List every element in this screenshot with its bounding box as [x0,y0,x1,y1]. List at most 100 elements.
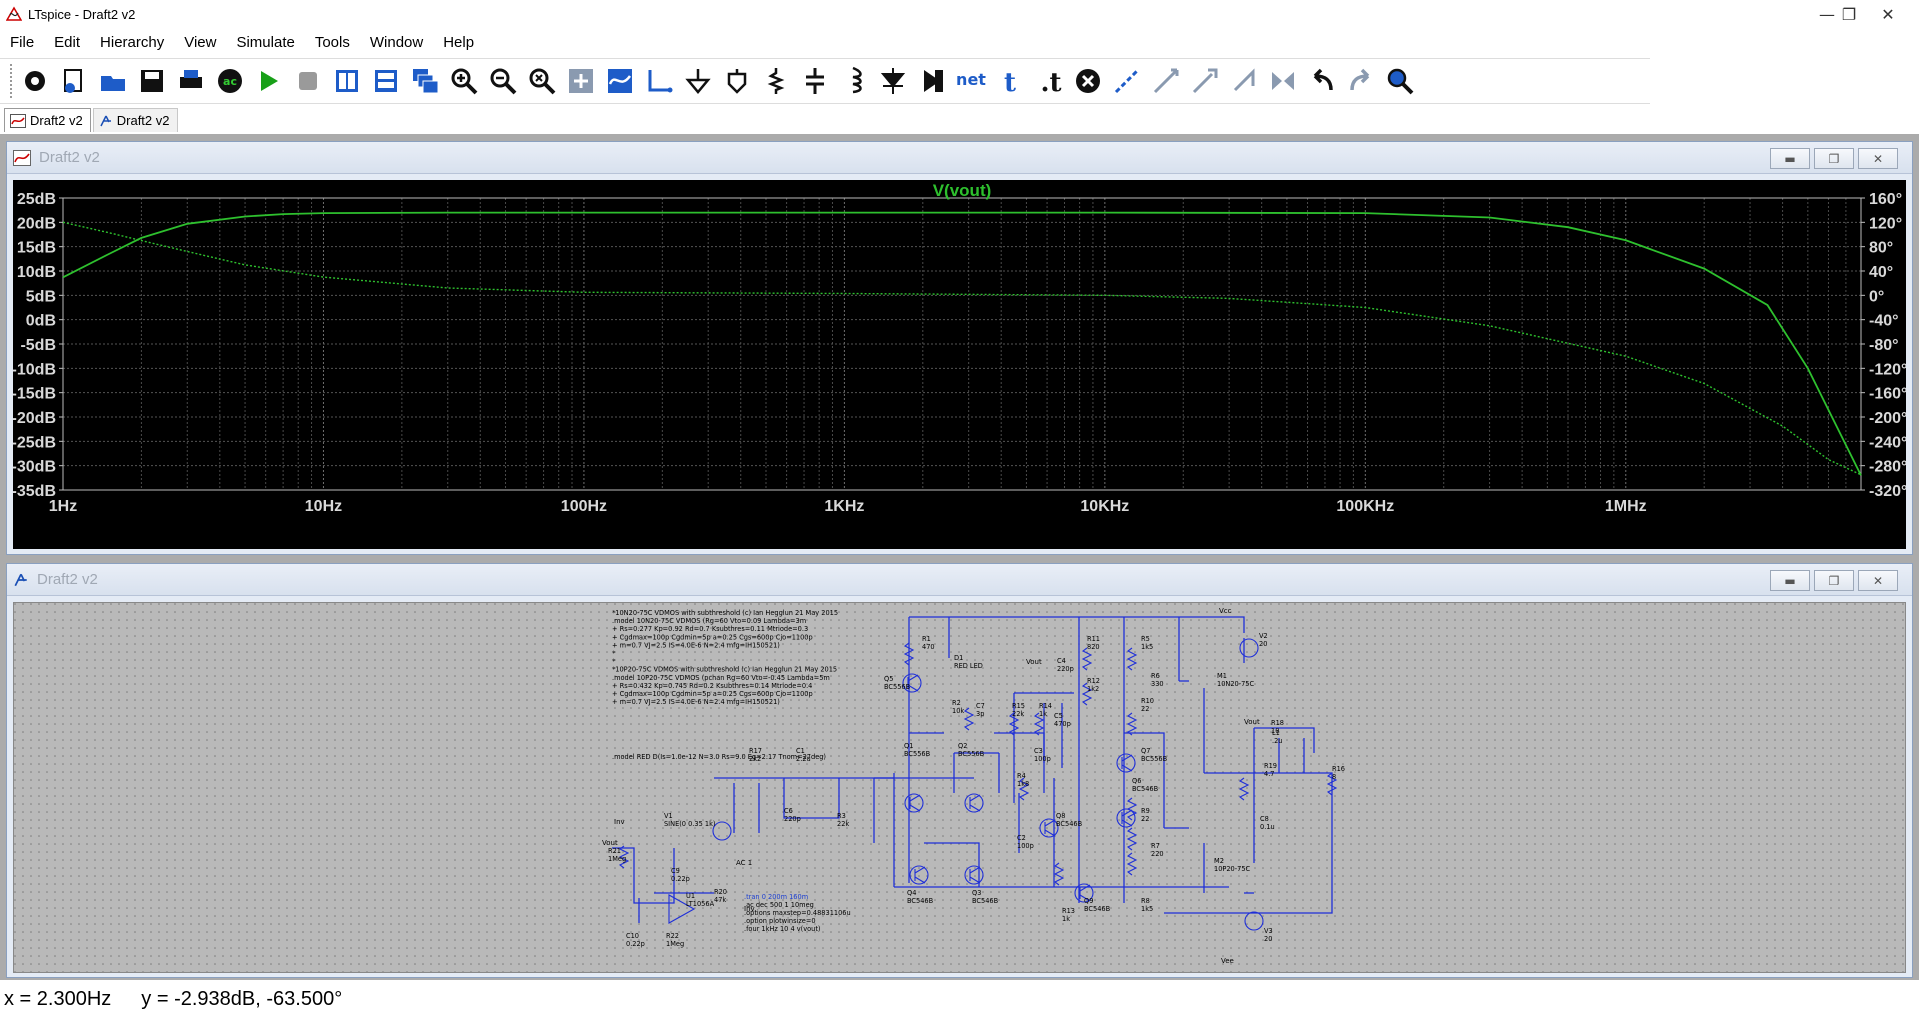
component-button[interactable] [915,64,949,98]
rotate-button[interactable] [1227,64,1261,98]
plot-maximize-button[interactable]: ❐ [1814,148,1854,169]
menu-edit[interactable]: Edit [54,33,81,51]
net-label[interactable]: Vout [1026,658,1042,666]
schematic-minimize-button[interactable]: ▬ [1770,570,1810,591]
net-label[interactable]: Inv [614,818,625,826]
spice-directive-button[interactable]: .t [1032,64,1066,98]
net-label[interactable]: Vout [1244,718,1260,726]
minimize-button[interactable]: — [1819,4,1835,24]
led-model-text[interactable]: .model RED D(Is=1.0e-12 N=3.0 Rs=9.0 Eg=… [612,753,826,761]
plot-minimize-button[interactable]: ▬ [1770,148,1810,169]
menu-window[interactable]: Window [369,33,424,51]
netlist-button[interactable]: net [954,64,988,98]
part-c9[interactable]: C90.22p [671,867,690,883]
run-button[interactable] [252,64,286,98]
ac-run-button[interactable]: ac [213,64,247,98]
delete-button[interactable] [1071,64,1105,98]
open-button[interactable] [96,64,130,98]
tab-schematic[interactable]: Draft2 v2 [92,108,178,132]
wire-button[interactable] [642,64,676,98]
autorange-button[interactable] [603,64,637,98]
schematic-window-titlebar[interactable]: Draft2 v2 ▬ ❐ ✕ [7,564,1912,596]
duplicate-button[interactable] [1110,64,1144,98]
tile-vertical-button[interactable] [330,64,364,98]
schematic-canvas[interactable]: *10N20-75C VDMOS with subthreshold (c) I… [13,602,1906,973]
menu-hierarchy[interactable]: Hierarchy [100,33,165,51]
move-button[interactable] [1149,64,1183,98]
zoom-full-button[interactable] [564,64,598,98]
net-label[interactable]: AC 1 [736,859,752,867]
label-net-button[interactable] [720,64,754,98]
schematic-close-button[interactable]: ✕ [1858,570,1898,591]
cascade-button[interactable] [408,64,442,98]
zoom-fit-button[interactable] [525,64,559,98]
gear-button[interactable] [18,64,52,98]
halt-button[interactable] [291,64,325,98]
menu-file[interactable]: File [10,33,35,51]
part-c8[interactable]: C80.1u [1260,815,1275,831]
new-schematic-button[interactable] [57,64,91,98]
net-label[interactable]: Inv [744,905,755,913]
trace-title[interactable]: V(vout) [933,181,992,200]
ground-button[interactable] [681,64,715,98]
bode-plot[interactable]: 25dB20dB15dB10dB5dB0dB-5dB-10dB-15dB-20d… [12,180,1908,549]
net-label[interactable]: Vcc [1219,607,1232,615]
menu-simulate[interactable]: Simulate [236,33,295,51]
text-button[interactable]: t [993,64,1027,98]
menu-view[interactable]: View [184,33,217,51]
resistor-button[interactable] [759,64,793,98]
mirror-button[interactable] [1266,64,1300,98]
toolbar-grip[interactable] [10,64,14,98]
series-phase[interactable] [62,221,1862,476]
plot-window-titlebar[interactable]: Draft2 v2 ▬ ❐ ✕ [7,142,1912,174]
menu-tools[interactable]: Tools [314,33,350,51]
diode-button[interactable] [876,64,910,98]
part-l1[interactable]: L1.2u [1272,729,1282,745]
save-button[interactable] [135,64,169,98]
schematic-maximize-button[interactable]: ❐ [1814,570,1854,591]
part-c1[interactable]: C12.2u [796,747,811,763]
net-label[interactable]: Vout [602,839,618,847]
plot-close-button[interactable]: ✕ [1858,148,1898,169]
spice-directives[interactable]: .tran 0 200m 160m.ac dec 500 1 10meg.opt… [744,893,851,933]
net-label[interactable]: Vee [1221,957,1234,965]
